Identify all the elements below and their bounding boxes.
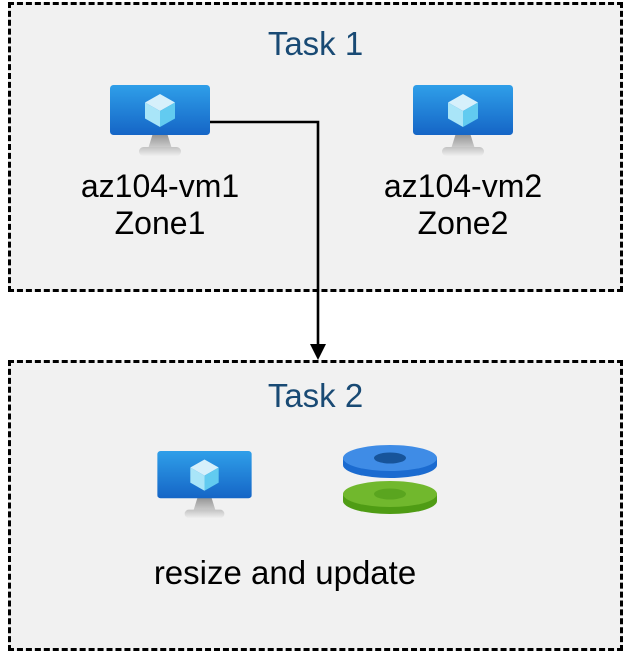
- vm2-virtual-machine-icon: [413, 85, 513, 158]
- task2-title: Task 2: [267, 377, 364, 414]
- vm2-zone: Zone2: [417, 205, 509, 241]
- task2-caption: resize and update: [153, 554, 417, 591]
- vm1-virtual-machine-icon: [110, 85, 210, 158]
- task2-panel: [8, 360, 623, 651]
- task1-title: Task 1: [267, 25, 364, 62]
- vm2-name: az104-vm2: [383, 168, 543, 204]
- vm1-label: az104-vm1 Zone1: [60, 168, 260, 242]
- arrow-down-icon: [210, 120, 326, 360]
- vm1-zone: Zone1: [114, 205, 206, 241]
- task2-virtual-machine-icon: [157, 451, 252, 520]
- managed-disks-icon: [340, 442, 440, 516]
- vm2-label: az104-vm2 Zone2: [363, 168, 563, 242]
- vm1-name: az104-vm1: [80, 168, 240, 204]
- task1-panel: [8, 2, 623, 292]
